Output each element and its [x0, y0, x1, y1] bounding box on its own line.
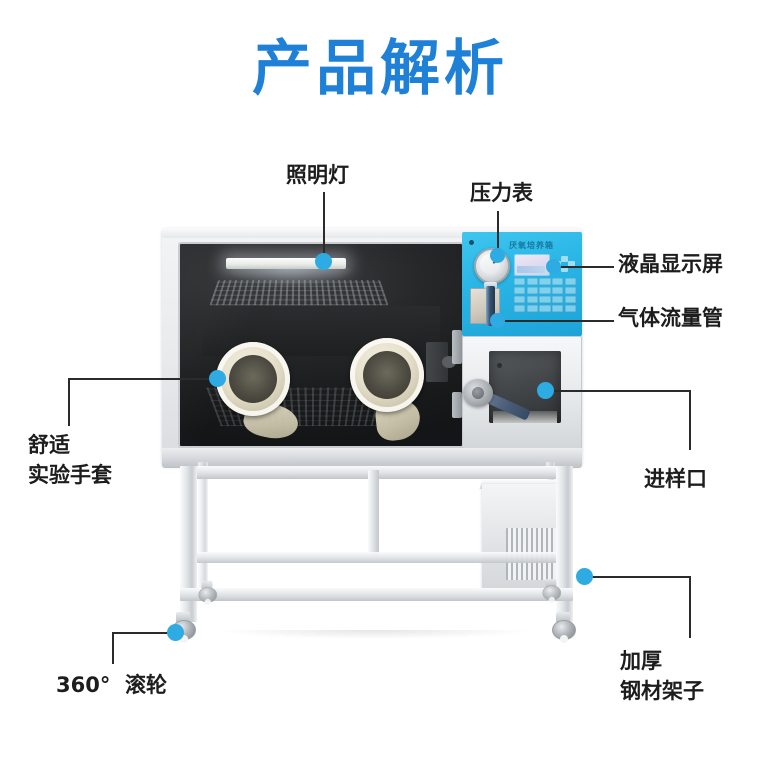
keypad-key[interactable]: [539, 286, 551, 295]
keypad-key[interactable]: [526, 295, 538, 304]
keypad-key[interactable]: [539, 278, 551, 286]
glove-port-left: [216, 342, 290, 416]
leader-line-pressure-gauge: [497, 211, 499, 255]
caster-yoke: [176, 612, 190, 623]
keypad-key[interactable]: [564, 278, 576, 286]
caster-hub: [560, 635, 568, 643]
gas-flow-tube-cap: [484, 282, 497, 289]
stand-leg-front-right: [556, 466, 573, 622]
caster-yoke: [545, 578, 557, 588]
stand-leg-front-left: [180, 466, 197, 622]
glove-sleeve-left: [240, 397, 302, 445]
glass-viewing-chamber: [178, 242, 464, 448]
annotation-label-steel-frame-line2: 钢材架子: [620, 679, 704, 703]
keypad-key[interactable]: [552, 286, 564, 295]
caster-wheel-body: [542, 585, 562, 604]
leader-line-gloves-vertical: [68, 378, 70, 426]
status-led-icon: [469, 240, 474, 245]
leader-line-caster-vertical: [112, 632, 114, 664]
keypad-key[interactable]: [564, 295, 576, 304]
annotation-label-steel-frame-line1: 加厚: [620, 649, 662, 673]
keypad-key[interactable]: [526, 286, 538, 295]
door-hinge-upper: [452, 330, 462, 364]
marker-dot-gas-flow-tube: [490, 313, 505, 328]
caster-wheel-back-right: [542, 578, 562, 604]
keypad-key[interactable]: [514, 295, 526, 304]
keypad-key[interactable]: [552, 304, 564, 312]
keypad-key[interactable]: [514, 278, 526, 286]
leader-line-steel-frame-horizontal: [584, 576, 690, 578]
gas-flow-tube: [486, 286, 495, 326]
keypad-key[interactable]: [526, 278, 538, 286]
leader-line-sample-inlet-horizontal: [545, 390, 690, 392]
annotation-label-gas-flow-tube: 气体流量管: [618, 306, 723, 330]
inner-fitting: [426, 342, 448, 382]
marker-dot-lighting-lamp: [315, 253, 332, 270]
keypad-key[interactable]: [539, 295, 551, 304]
leader-line-caster-horizontal: [112, 632, 174, 634]
keypad-key[interactable]: [514, 304, 526, 312]
ground-shadow: [165, 630, 585, 642]
keypad[interactable]: [514, 278, 576, 312]
stand-rail-vertical-middle: [368, 470, 379, 556]
leader-line-gas-flow-tube: [497, 320, 614, 322]
marker-dot-sample-inlet: [537, 382, 554, 399]
annotation-label-lcd-display: 液晶显示屏: [618, 252, 723, 276]
lcd-display: [514, 254, 550, 276]
arrow-up-icon[interactable]: [561, 256, 568, 262]
panel-brand-label: 厌氧培养箱: [509, 241, 554, 250]
caster-hub: [204, 598, 211, 606]
annotation-label-caster: 360° 滚轮: [56, 673, 167, 697]
stand-rail-middle: [196, 552, 558, 563]
caster-wheel-front-right: [552, 612, 576, 643]
leader-line-lighting-lamp: [323, 192, 325, 260]
glove-port-opening: [229, 355, 277, 403]
upper-vent-panel: [209, 280, 389, 306]
glove-port-right: [350, 338, 424, 412]
cabinet-bottom-rail: [162, 448, 582, 468]
caster-yoke: [556, 612, 570, 623]
keypad-key[interactable]: [552, 278, 564, 286]
stand-leg-back-left: [198, 462, 208, 594]
keypad-key[interactable]: [552, 295, 564, 304]
door-hinge-lower: [452, 392, 462, 418]
annotation-label-gloves-line2: 实验手套: [28, 463, 112, 487]
caster-hub: [548, 596, 555, 604]
keypad-key[interactable]: [514, 286, 526, 295]
marker-dot-caster: [167, 624, 184, 641]
leader-line-lcd-display: [552, 266, 614, 268]
keypad-key[interactable]: [539, 304, 551, 312]
compressor-unit: [482, 484, 562, 592]
caster-yoke: [201, 580, 213, 590]
marker-dot-lcd-display: [546, 259, 561, 274]
leader-line-sample-inlet-vertical: [689, 390, 691, 450]
marker-dot-pressure-gauge: [490, 248, 505, 263]
leader-line-gloves-horizontal: [68, 378, 216, 380]
keypad-key[interactable]: [564, 304, 576, 312]
keypad-key[interactable]: [526, 304, 538, 312]
caster-wheel-body: [552, 620, 576, 643]
marker-dot-steel-frame: [576, 568, 593, 585]
caster-hub: [180, 635, 188, 643]
page-title: 产品解析: [252, 34, 508, 104]
glove-port-opening: [363, 351, 411, 399]
annotation-label-sample-inlet: 进样口: [644, 467, 707, 491]
leader-line-steel-frame-vertical: [689, 576, 691, 638]
sample-port-screw-icon: [497, 363, 502, 368]
annotation-label-lighting-lamp: 照明灯: [286, 163, 349, 187]
caster-wheel-back-left: [198, 580, 218, 606]
cabinet-top-edge: [162, 228, 582, 238]
stand-rail-lower: [180, 588, 573, 601]
keypad-key[interactable]: [564, 286, 576, 295]
arrow-right-icon[interactable]: [568, 261, 575, 267]
annotation-label-gloves-line1: 舒适: [28, 433, 70, 457]
sample-inlet-port[interactable]: [462, 336, 582, 450]
arrow-down-icon[interactable]: [561, 266, 568, 272]
sample-port-hub[interactable]: [463, 379, 493, 407]
marker-dot-gloves: [209, 370, 226, 387]
caster-wheel-body: [198, 587, 218, 606]
annotation-label-pressure-gauge: 压力表: [470, 181, 533, 205]
